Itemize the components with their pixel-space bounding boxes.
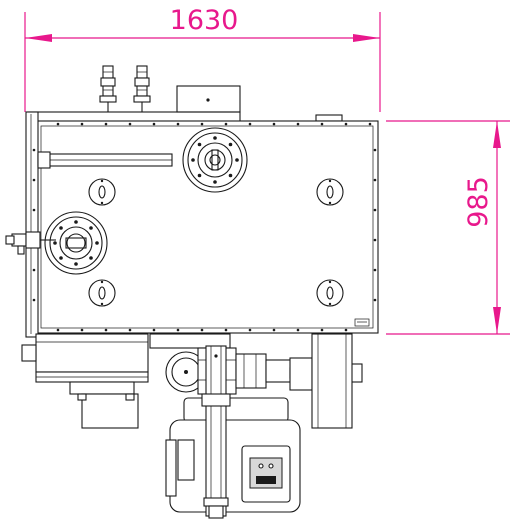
vertical-shaft [201,345,231,519]
right-shaft [289,333,363,429]
height-arrow-top [493,121,501,148]
width-dimension: 1630 [24,5,381,112]
lower-left-module [21,333,149,429]
flange-upper-bolts [191,136,239,184]
left-valve-handle [5,231,56,255]
inspection-cover-1 [88,178,116,206]
width-label: 1630 [170,5,239,36]
top-small-plate [315,114,343,122]
width-arrow-right [353,34,380,42]
cable-gland-right [133,65,151,112]
flange-upper [182,127,248,193]
motor [165,397,301,513]
height-dimension: 985 [386,120,510,335]
height-label: 985 [463,176,494,228]
display-screen [256,476,276,484]
housing-marking [354,318,370,327]
inspection-cover-4 [316,279,344,307]
height-arrow-bottom [493,307,501,334]
width-arrow-left [25,34,52,42]
left-flange [25,111,39,338]
flange-left-bolts [53,220,99,266]
cable-glands [99,65,343,122]
inspection-cover-3 [88,279,116,307]
cable-gland-left [99,65,117,112]
flange-left [44,211,108,275]
inspection-cover-2 [316,178,344,206]
perimeter-bolts [32,122,377,332]
lifting-bar [37,151,173,169]
